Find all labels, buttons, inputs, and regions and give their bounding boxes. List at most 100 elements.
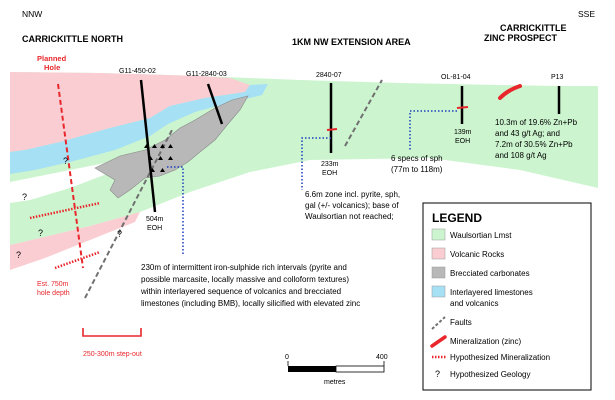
- annotation-line: 6.6m zone incl. pyrite, sph,: [305, 190, 400, 199]
- leader-g11-intervals: [167, 166, 184, 255]
- legend-label-waulsortian: Waulsortian Lmst: [450, 231, 512, 240]
- eoh-2840-07-label: EOH: [322, 170, 337, 177]
- legend-swatch-waulsortian: [431, 228, 446, 241]
- eoh-2840-07-depth: 233m: [321, 161, 339, 168]
- legend-symbol-question: ?: [435, 369, 440, 379]
- step-out-bracket: [82, 328, 142, 337]
- annotation-line: and 108 g/t Ag: [495, 151, 547, 160]
- legend-label-brecciated: Brecciated carbonates: [450, 269, 530, 278]
- annotation-line: possible marcasite, locally massive and …: [141, 275, 349, 284]
- scale-end: 400: [376, 354, 388, 361]
- triangle-marker: [160, 168, 165, 172]
- drillhole-g11-2840-03: [206, 83, 224, 125]
- volcanic-layer-lower: [10, 212, 140, 270]
- legend-label-faults: Faults: [450, 318, 472, 327]
- question-mark: ?: [63, 156, 68, 166]
- legend-swatch-brecciated: [431, 266, 446, 279]
- annotation-line: Waulsortian not reached;: [305, 212, 394, 221]
- white-lens: [10, 160, 120, 203]
- fault-line: [344, 79, 383, 147]
- legend-label-interlayered-1: Interlayered limestones: [450, 288, 533, 297]
- area-carrickittle-north: CARRICKITTLE NORTH: [22, 34, 123, 44]
- legend-title: LEGEND: [432, 211, 482, 225]
- scale-bar: 0 400 metres: [285, 354, 388, 386]
- hole-label-2840-07: 2840-07: [316, 72, 342, 79]
- area-carrickittle-zinc-line2: ZINC PROSPECT: [484, 33, 558, 43]
- area-1km-nw-extension: 1KM NW EXTENSION AREA: [292, 37, 411, 47]
- scale-segment-dark: [288, 366, 336, 372]
- planned-hole-label-line2: Hole: [44, 63, 60, 72]
- legend: LEGEND Waulsortian Lmst Volcanic Rocks B…: [422, 202, 592, 391]
- hole-label-p13: P13: [551, 74, 564, 81]
- leader-ol-81-04: [409, 110, 457, 150]
- triangle-marker: [144, 144, 149, 148]
- annotation-line: 6 specs of sph: [391, 154, 443, 163]
- hypothesized-mineralization-lower: [54, 250, 101, 270]
- legend-label-interlayered-2: and volcanics: [450, 299, 498, 308]
- direction-sse: SSE: [578, 9, 595, 19]
- annotation-ol-81-04-sph: 6 specs of sph (77m to 118m): [391, 154, 443, 174]
- legend-swatch-interlayered: [431, 285, 446, 298]
- drillhole-g11-450-02: [139, 79, 157, 213]
- triangle-marker: [148, 156, 153, 160]
- question-mark: ?: [117, 229, 122, 239]
- triangle-marker: [168, 144, 173, 148]
- annotation-line: gal (+/- volcanics); base of: [305, 201, 399, 210]
- legend-swatch-volcanic: [431, 247, 446, 260]
- eoh-ol-81-04-depth: 139m: [454, 129, 472, 136]
- leader-lines: [167, 110, 457, 255]
- scale-start: 0: [285, 354, 289, 361]
- hole-label-g11-2840-03: G11-2840-03: [186, 71, 227, 78]
- direction-nnw: NNW: [22, 9, 42, 19]
- planned-hole-line: [57, 83, 84, 269]
- volcanic-layer-upper: [10, 72, 250, 152]
- area-carrickittle-zinc-line1: CARRICKITTLE: [500, 23, 567, 33]
- triangle-marker: [150, 168, 155, 172]
- triangle-marker: [152, 144, 157, 148]
- legend-swatch-fault: [431, 316, 446, 330]
- breccia-triangles: [144, 144, 173, 172]
- annotation-p13-result: 10.3m of 19.6% Zn+Pb and 43 g/t Ag; and …: [495, 118, 578, 160]
- question-mark: ?: [22, 192, 27, 202]
- triangle-marker: [168, 156, 173, 160]
- scale-unit: metres: [324, 379, 346, 386]
- triangle-marker: [158, 156, 163, 160]
- legend-label-mineralization: Mineralization (zinc): [450, 337, 521, 346]
- step-out-label: 250-300m step-out: [83, 351, 142, 358]
- annotation-line: 7.2m of 30.5% Zn+Pb: [495, 140, 573, 149]
- mineralization-ol-81-04: [456, 106, 469, 109]
- hypothesized-mineralization: [29, 201, 101, 270]
- mineralization-2840-07: [326, 128, 338, 131]
- legend-label-hypothesized-geology: Hypothesized Geology: [450, 370, 531, 379]
- annotation-g11-intervals: 230m of intermittent iron-sulphide rich …: [140, 263, 360, 308]
- mineralization-p13: [498, 84, 522, 100]
- planned-hole-depth-line2: hole depth: [37, 290, 70, 297]
- drillholes: [139, 79, 561, 213]
- faults: [84, 79, 383, 299]
- question-mark: ?: [16, 250, 21, 260]
- annotation-line: limestones (including BMB), locally sili…: [141, 299, 360, 308]
- legend-swatch-mineralization: [430, 335, 447, 348]
- legend-box: [422, 202, 592, 391]
- scale-segment-light: [335, 365, 385, 373]
- annotation-line: (77m to 118m): [391, 165, 443, 174]
- hole-label-g11-450-02: G11-450-02: [119, 68, 156, 75]
- legend-label-volcanic: Volcanic Rocks: [450, 250, 504, 259]
- annotation-line: 230m of intermittent iron-sulphide rich …: [141, 263, 347, 272]
- question-mark: ?: [38, 228, 43, 238]
- interlayered-layer: [10, 84, 268, 174]
- annotation-2840-07-zone: 6.6m zone incl. pyrite, sph, gal (+/- vo…: [305, 190, 400, 221]
- eoh-g11-450-02-depth: 504m: [146, 216, 164, 223]
- eoh-g11-450-02-label: EOH: [147, 225, 162, 232]
- annotation-line: and 43 g/t Ag; and: [495, 129, 560, 138]
- planned-hole-label-line1: Planned: [37, 54, 67, 63]
- planned-hole-depth-line1: Est. 750m: [37, 281, 69, 288]
- leader-2840-07: [301, 137, 331, 190]
- triangle-marker: [160, 144, 165, 148]
- hole-label-ol-81-04: OL-81-04: [441, 74, 471, 81]
- legend-label-hypothesized-mineralization: Hypothesized Mineralization: [450, 353, 550, 362]
- annotation-line: 10.3m of 19.6% Zn+Pb: [495, 118, 578, 127]
- annotation-line: within interlayered sequence of volcanic…: [140, 287, 341, 296]
